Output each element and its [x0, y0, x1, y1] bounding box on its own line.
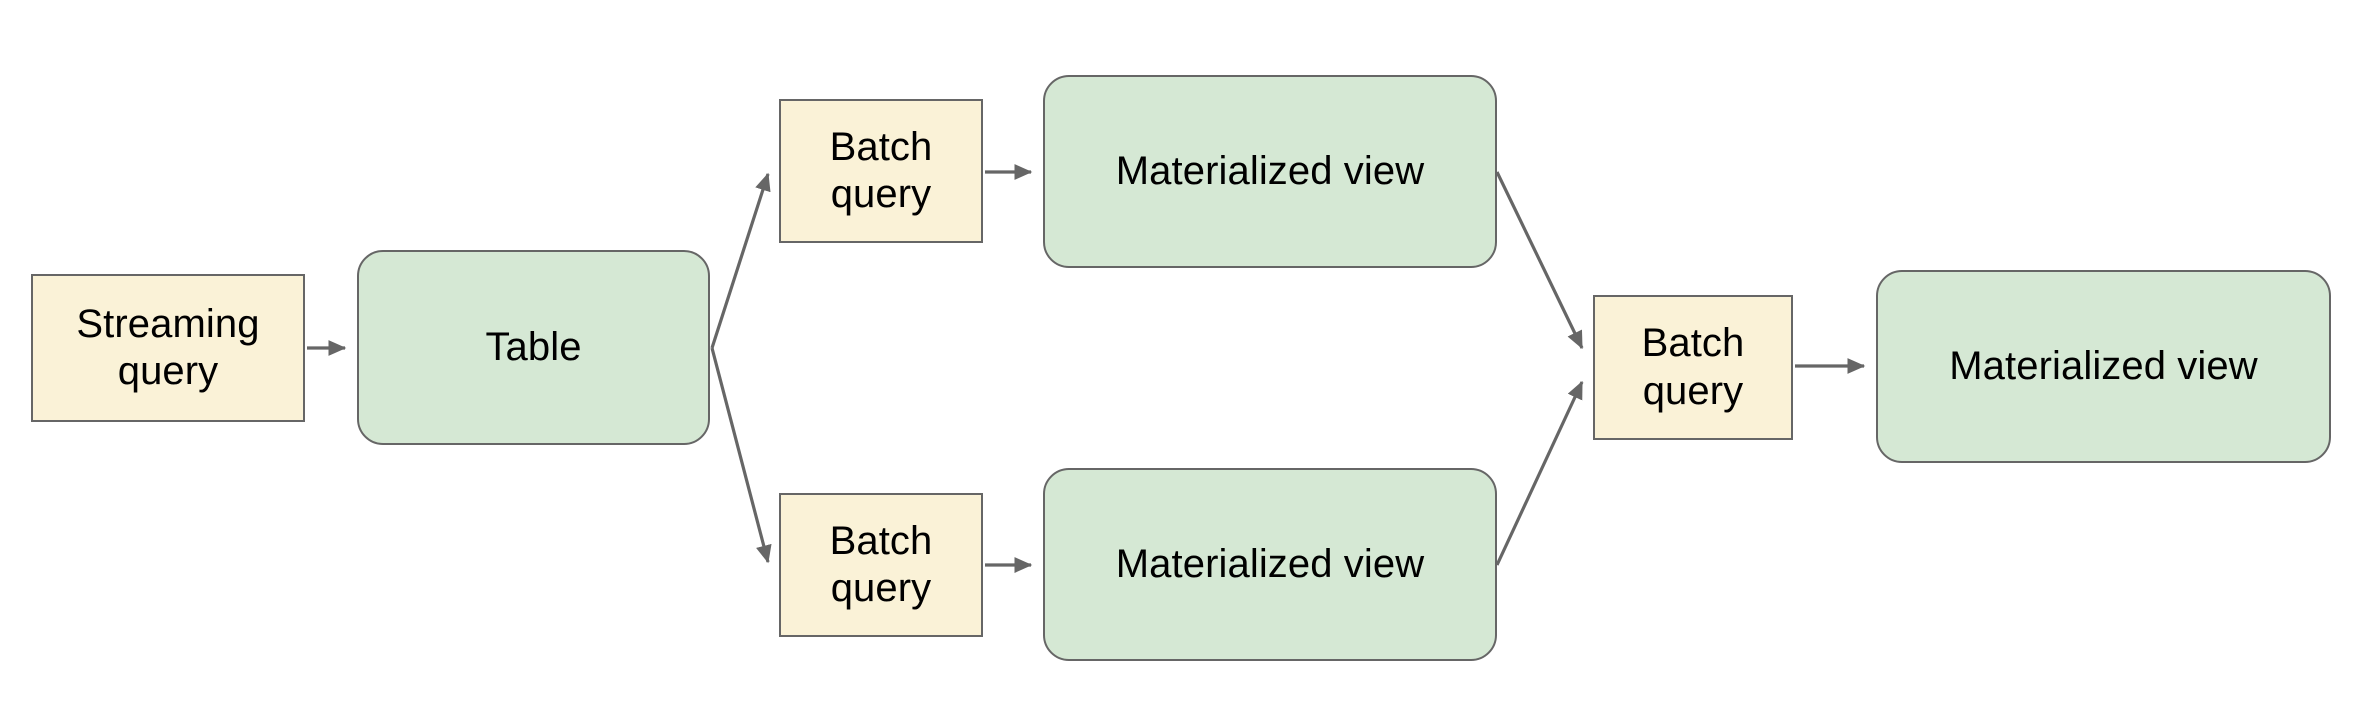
edge-table-to-batch-query-bottom [710, 347, 772, 564]
node-materialized-view-bottom[interactable]: Materialized view [1043, 468, 1497, 661]
node-label-batch-query-final: Batch query [1641, 321, 1745, 413]
node-label-materialized-view-top: Materialized view [1115, 148, 1425, 193]
node-label-materialized-view-bottom: Materialized view [1115, 541, 1425, 586]
edge-table-to-batch-query-top [710, 172, 771, 349]
node-label-batch-query-bottom: Batch query [829, 518, 933, 610]
node-label-materialized-view-final: Materialized view [1949, 343, 2258, 388]
node-label-table: Table [485, 324, 582, 369]
edge-materialized-view-top-to-batch-query-final [1495, 171, 1584, 350]
node-table[interactable]: Table [357, 250, 710, 445]
node-label-batch-query-top: Batch query [829, 124, 933, 216]
node-batch-query-top[interactable]: Batch query [779, 99, 983, 243]
node-materialized-view-top[interactable]: Materialized view [1043, 75, 1497, 268]
node-materialized-view-final[interactable]: Materialized view [1876, 270, 2331, 463]
node-label-streaming-query: Streaming query [76, 301, 260, 393]
edge-materialized-view-bottom-to-batch-query-final [1495, 380, 1584, 566]
node-batch-query-bottom[interactable]: Batch query [779, 493, 983, 637]
node-streaming-query[interactable]: Streaming query [31, 274, 305, 422]
node-batch-query-final[interactable]: Batch query [1593, 295, 1793, 440]
